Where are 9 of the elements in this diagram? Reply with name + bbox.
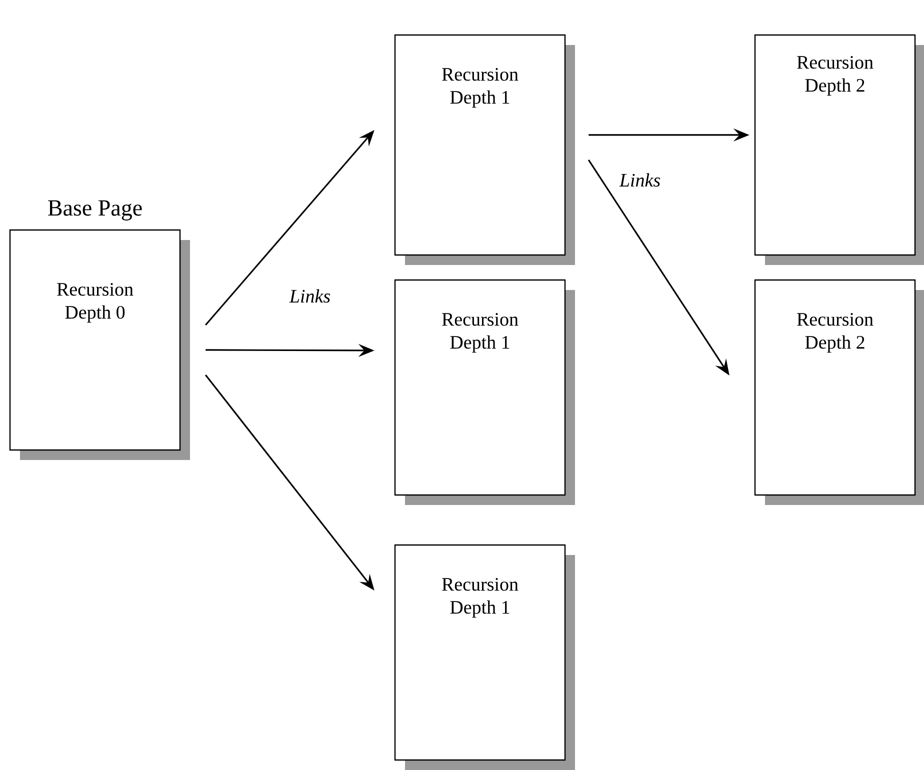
page-box: Recursion Depth 1 — [394, 34, 575, 265]
link-label: Links — [619, 173, 660, 187]
node-label: Base Page — [48, 200, 142, 220]
page-box: Base Page Recursion Depth 0 — [9, 200, 190, 460]
page-box: Recursion Depth 1 — [394, 544, 575, 770]
page-box: Recursion Depth 2 — [754, 34, 924, 265]
link-label: Links — [289, 289, 330, 303]
page-box: Recursion Depth 2 — [754, 279, 924, 505]
page-box: Recursion Depth 1 — [394, 279, 575, 505]
